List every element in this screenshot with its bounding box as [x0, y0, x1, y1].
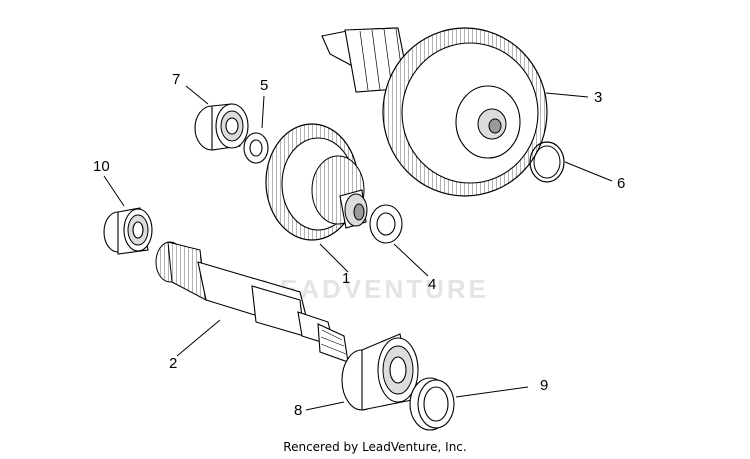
part-2-input-shaft	[155, 241, 349, 363]
part-9-spacer	[409, 377, 455, 431]
callout-6: 6	[617, 175, 625, 192]
part-7-bearing	[194, 103, 249, 151]
callout-9: 9	[540, 377, 548, 394]
part-10-bearing	[103, 207, 153, 255]
callout-1: 1	[342, 270, 350, 287]
callout-3: 3	[594, 89, 602, 106]
part-6-circlip	[529, 141, 565, 183]
part-4-washer	[369, 204, 403, 244]
callout-7: 7	[172, 71, 180, 88]
credit-text: Rencered by LeadVenture, Inc.	[283, 440, 466, 454]
callout-4: 4	[428, 276, 436, 293]
part-5-washer	[243, 132, 269, 164]
callout-5: 5	[260, 77, 268, 94]
part-1-intermediate-gear	[265, 123, 368, 241]
part-8-bearing	[341, 333, 419, 411]
callout-2: 2	[169, 355, 177, 372]
callout-10: 10	[93, 158, 110, 175]
callout-8: 8	[294, 402, 302, 419]
part-3-output-gear-shaft	[321, 27, 548, 197]
leader-lines	[103, 85, 613, 411]
